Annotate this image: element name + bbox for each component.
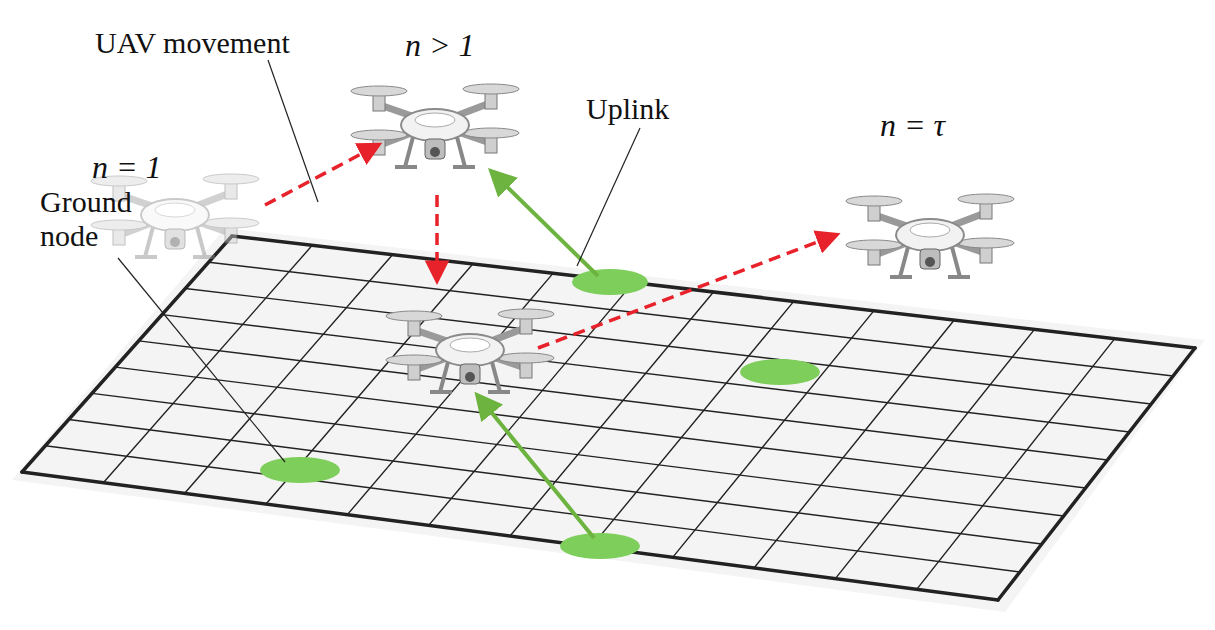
- grid-line: [510, 292, 714, 536]
- grid-line: [835, 329, 1034, 578]
- ground-node: [260, 457, 340, 483]
- grid-line: [185, 255, 393, 494]
- time-slot-label: n > 1: [405, 28, 475, 62]
- uav-movement-arrow: [265, 145, 836, 348]
- grid-line: [754, 320, 954, 568]
- callout-label: UAV movement: [95, 26, 290, 60]
- grid-line: [673, 311, 874, 558]
- uav: [351, 84, 519, 167]
- time-slot-label: n = 1: [92, 150, 162, 184]
- ground-node: [740, 359, 820, 385]
- uplink-arrow: [478, 172, 598, 538]
- grid-line: [591, 301, 793, 546]
- uav: [386, 309, 554, 392]
- ground-shadow: [12, 228, 1205, 612]
- grid-line: [22, 236, 232, 472]
- grid-line: [917, 339, 1115, 590]
- callout-label: Ground node: [40, 185, 150, 253]
- ground-grid: [22, 236, 1195, 600]
- leader-line: [118, 60, 640, 462]
- callout-label: Uplink: [586, 92, 669, 126]
- ground-node: [572, 269, 648, 295]
- grid-line: [347, 273, 553, 514]
- ground-node: [560, 533, 640, 559]
- time-slot-label: n = τ: [880, 108, 945, 142]
- grid-line: [103, 245, 312, 482]
- uav: [846, 194, 1014, 277]
- grid-line: [998, 348, 1195, 600]
